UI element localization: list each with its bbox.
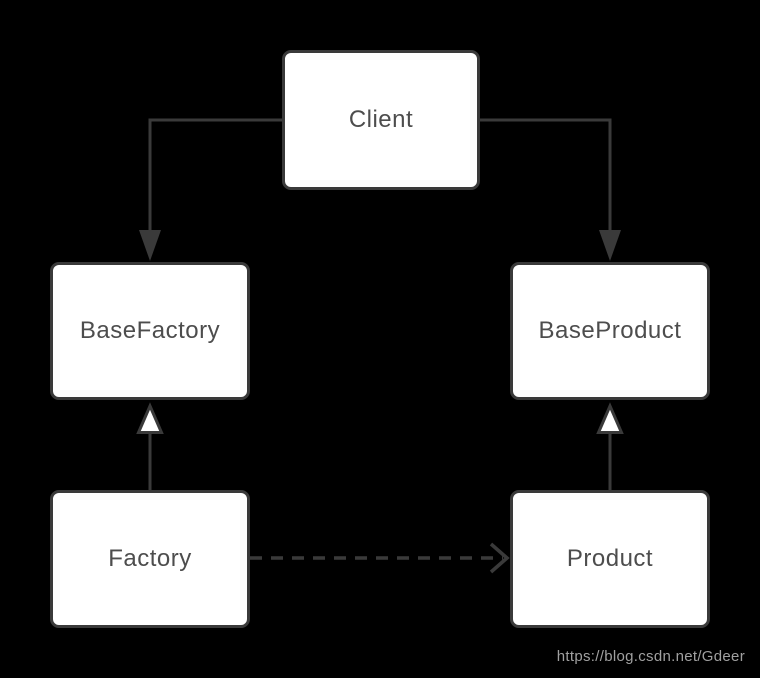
edge-factory-to-product <box>250 542 510 574</box>
hollow-arrowhead-up-icon <box>596 402 624 434</box>
open-arrowhead-right-icon <box>489 542 510 574</box>
watermark-url: https://blog.csdn.net/Gdeer <box>556 648 745 665</box>
node-client: Client <box>282 50 480 190</box>
node-factory: Factory <box>50 490 250 628</box>
edge-factory-to-basefactory <box>136 402 164 490</box>
node-baseproduct: BaseProduct <box>510 262 710 400</box>
node-basefactory: BaseFactory <box>50 262 250 400</box>
hollow-arrowhead-up-icon <box>136 402 164 434</box>
edge-client-to-basefactory <box>139 118 282 261</box>
node-product: Product <box>510 490 710 628</box>
filled-arrowhead-down-icon <box>599 230 621 261</box>
node-product-label: Product <box>566 545 654 572</box>
filled-arrowhead-down-icon <box>139 230 161 261</box>
node-factory-label: Factory <box>108 545 192 572</box>
node-basefactory-label: BaseFactory <box>79 317 221 344</box>
node-baseproduct-label: BaseProduct <box>538 317 682 344</box>
node-client-label: Client <box>348 106 414 133</box>
edge-client-to-baseproduct <box>480 118 621 261</box>
edge-product-to-baseproduct <box>596 402 624 490</box>
